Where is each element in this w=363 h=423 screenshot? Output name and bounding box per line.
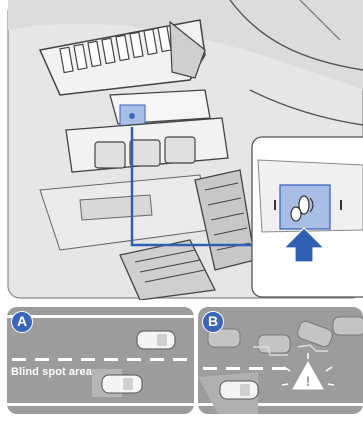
car-icon bbox=[220, 381, 258, 399]
dashboard-drawing bbox=[0, 0, 363, 300]
panel-b-badge: B bbox=[202, 311, 224, 333]
panel-a-badge: A bbox=[11, 311, 33, 333]
panel-a-blind-spot-area: A Blind spot area bbox=[7, 307, 194, 414]
blind-spot-area-label: Blind spot area bbox=[11, 366, 92, 378]
car-icon bbox=[102, 375, 142, 393]
button-zoom-callout bbox=[252, 137, 363, 297]
svg-text:!: ! bbox=[306, 373, 311, 389]
blind-spot-car-icon bbox=[137, 331, 175, 349]
panel-b-lane-change: ! B bbox=[198, 307, 363, 414]
panel-a-road-drawing bbox=[7, 307, 194, 414]
dashboard-illustration bbox=[0, 0, 363, 300]
